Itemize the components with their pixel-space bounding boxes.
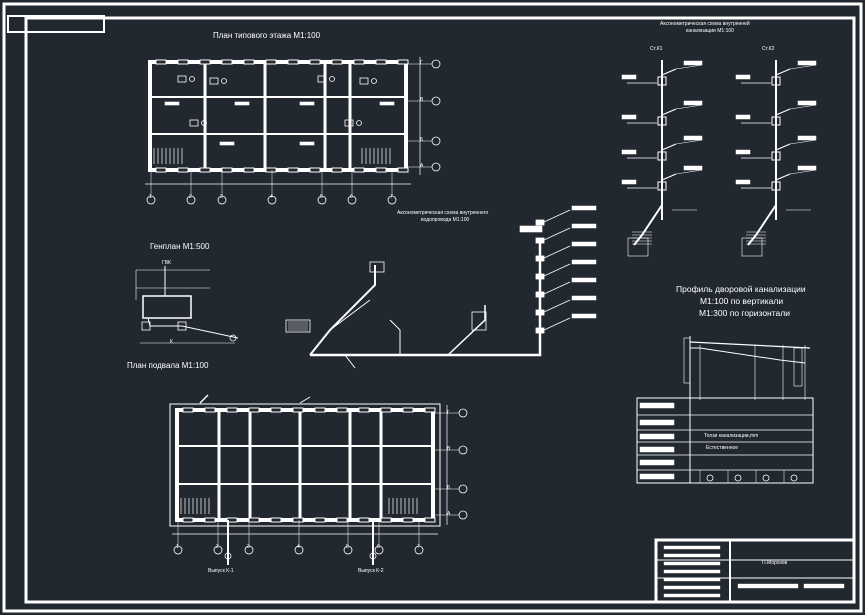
floor-plan-title: План типового этажа М1:100 [213,31,321,40]
floor-axis-a: А [420,163,424,169]
water-axon-title-line1: Аксонометрическая схема внутреннего [397,210,489,216]
basement-axis-4: 4 [297,544,300,550]
floor-axis-7: 7 [390,194,393,200]
title-block-name: П.Морозов [762,560,788,566]
basement-axis-v: В [447,446,451,452]
floor-axis-1: 1 [149,194,152,200]
basement-axis-7: 7 [417,544,420,550]
basement-axis-b: Б [447,485,451,491]
basement-axis-5: 5 [346,544,349,550]
riser-label-k1: Ст.К1 [650,46,663,52]
floor-axis-4: 4 [270,194,273,200]
profile-title-line3: М1:300 по горизонтали [699,308,790,318]
outlet-k1-label: Выпуск К-1 [208,568,234,574]
water-supply-axon-drawing [285,205,597,369]
floor-axis-2: 2 [189,194,192,200]
riser-k2-drawing [735,60,817,257]
floor-axis-5: 5 [320,194,323,200]
riser-k1-drawing [621,60,703,257]
basement-axis-a: А [447,511,451,517]
profile-title-line2: М1:100 по вертикали [700,296,784,306]
site-plan-title: Генплан М1:500 [150,242,210,251]
profile-title-line1: Профиль дворовой канализации [676,284,806,294]
floor-axis-v: В [420,97,424,103]
basement-plan-title: План подвала М1:100 [127,361,209,370]
riser-label-k2: Ст.К2 [762,46,775,52]
floor-plan-drawing [145,57,441,205]
basement-axis-3: 3 [247,544,250,550]
profile-table-row-2: Естественное [706,445,739,451]
basement-axis-6: 6 [377,544,380,550]
floor-axis-6: 6 [350,194,353,200]
isometric-title-line2: канализации М1:100 [686,28,734,34]
floor-axis-3: 3 [220,194,223,200]
site-plan-marker-top: ГВК [162,260,171,266]
title-block [654,538,856,604]
outlet-k2-label: Выпуск К-2 [358,568,384,574]
isometric-title-line1: Аксонометрическая схема внутренней [660,21,750,27]
water-axon-title-line2: водопровода М1:100 [421,217,470,223]
site-plan-marker-bottom: К [170,339,173,345]
profile-drawing [636,336,814,484]
basement-axis-g: Г [447,410,450,416]
basement-axis-2: 2 [216,544,219,550]
floor-axis-g: Г [420,60,423,66]
profile-table-row-1: Тоnзи канализации,mm [704,433,759,439]
basement-axis-1: 1 [176,544,179,550]
floor-axis-b: Б [420,137,424,143]
site-plan-drawing [135,266,239,344]
basement-plan-drawing [169,394,468,565]
